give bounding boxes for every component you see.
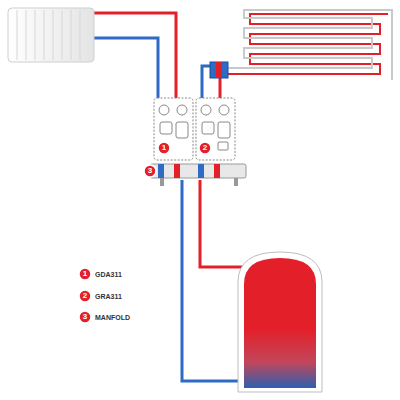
pump-module <box>196 98 235 160</box>
callout-number: 2 <box>83 292 87 300</box>
radiator <box>8 8 94 62</box>
callout-number: 1 <box>83 270 87 278</box>
coil-manifold <box>210 62 228 78</box>
pipes <box>92 13 250 381</box>
legend-text: GRA311 <box>95 293 122 300</box>
manifold <box>150 164 246 186</box>
callout-number: 3 <box>148 167 152 175</box>
coil-manifold <box>216 62 222 78</box>
callout-circle <box>79 142 211 323</box>
callout-number: 3 <box>83 313 87 321</box>
callout-number: 1 <box>162 144 166 152</box>
floor-heating-coil <box>228 10 392 80</box>
pump-module <box>154 98 193 160</box>
legend-text: GDA311 <box>95 271 122 278</box>
callout-number: 2 <box>203 144 207 152</box>
storage-tank <box>238 252 322 392</box>
legend-text: MANFOLD <box>95 314 130 321</box>
